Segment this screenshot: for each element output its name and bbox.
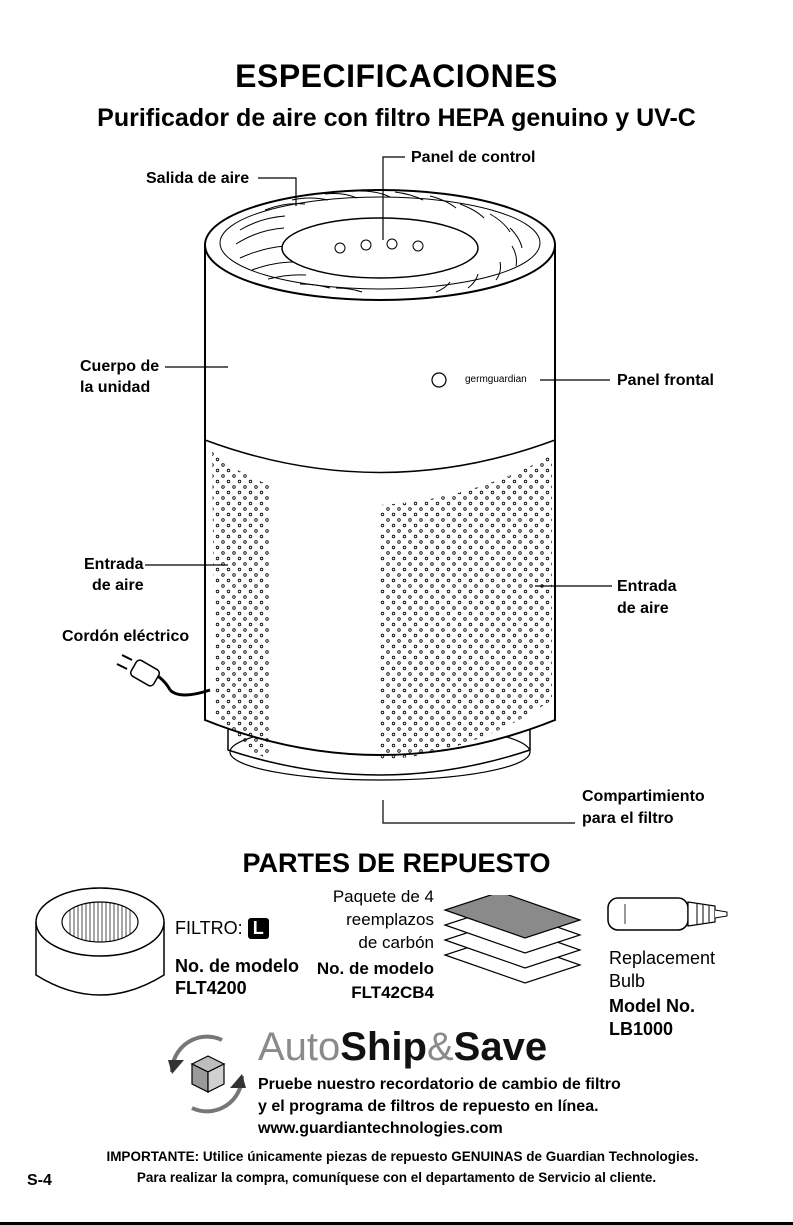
label-air-inlet-right-1: Entrada: [617, 576, 677, 597]
filter-label: FILTRO: L: [175, 918, 269, 939]
label-filter-compartment-2: para el filtro: [582, 808, 674, 829]
brand-logo: germguardian: [465, 374, 527, 385]
carbon-line2: reemplazos: [300, 909, 434, 930]
autoship-title: AutoShip&Save: [258, 1024, 547, 1070]
carbon-model-number: FLT42CB4: [300, 982, 434, 1003]
label-air-inlet-left-2: de aire: [92, 575, 144, 596]
hepa-filter-image: [30, 880, 170, 1020]
bulb-line2: Bulb: [609, 971, 645, 992]
uv-bulb-image: [605, 890, 735, 940]
purifier-illustration: [0, 0, 793, 840]
left-inlet-perforation: [212, 450, 270, 760]
replacement-parts-heading: PARTES DE REPUESTO: [0, 848, 793, 879]
bulb-line1: Replacement: [609, 948, 715, 969]
label-unit-body-2: la unidad: [80, 377, 150, 398]
label-power-cord: Cordón eléctrico: [62, 626, 189, 647]
footer-purchase: Para realizar la compra, comuníquese con…: [0, 1170, 793, 1185]
autoship-refresh-box-icon: [162, 1030, 252, 1118]
autoship-line1: Pruebe nuestro recordatorio de cambio de…: [258, 1074, 621, 1095]
autoship-url[interactable]: www.guardiantechnologies.com: [258, 1118, 503, 1139]
page-number: S-4: [27, 1172, 52, 1190]
carbon-line1: Paquete de 4: [300, 886, 434, 907]
label-control-panel: Panel de control: [411, 147, 535, 168]
carbon-model-label: No. de modelo: [300, 958, 434, 979]
footer-important: IMPORTANTE: Utilice únicamente piezas de…: [0, 1149, 793, 1164]
label-air-inlet-left-1: Entrada: [84, 554, 144, 575]
bulb-model-number: LB1000: [609, 1019, 673, 1040]
filter-model-label: No. de modelo: [175, 956, 299, 977]
filter-model-number: FLT4200: [175, 978, 247, 999]
filter-size-badge: L: [248, 918, 269, 939]
label-unit-body-1: Cuerpo de: [80, 356, 159, 377]
label-air-outlet: Salida de aire: [146, 168, 249, 189]
label-filter-compartment-1: Compartimiento: [582, 786, 705, 807]
bulb-model-label: Model No.: [609, 996, 695, 1017]
carbon-pads-image: [440, 895, 585, 995]
carbon-line3: de carbón: [300, 932, 434, 953]
label-front-panel: Panel frontal: [617, 370, 714, 391]
label-air-inlet-right-2: de aire: [617, 598, 669, 619]
autoship-line2: y el programa de filtros de repuesto en …: [258, 1096, 599, 1117]
